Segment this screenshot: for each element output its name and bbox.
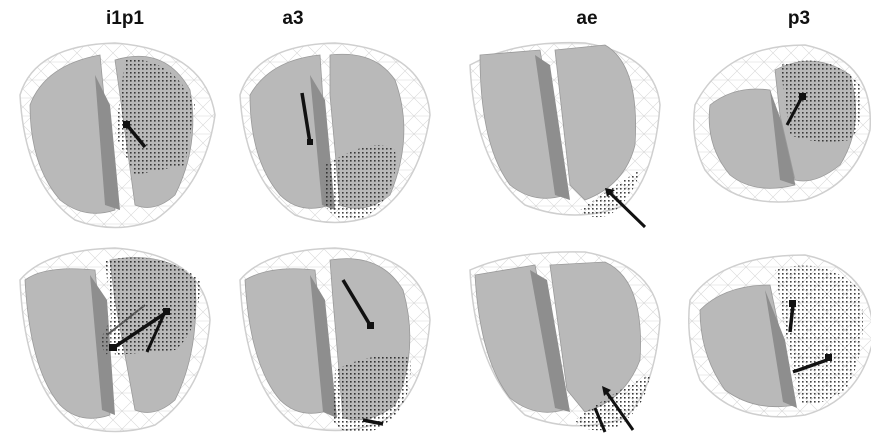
heart-model-image — [665, 240, 871, 440]
heart-panel-ae-bottom — [455, 240, 673, 440]
column-title-i1p1: i1p1 — [65, 8, 185, 30]
heart-model-image — [455, 240, 673, 440]
column-title-a3: a3 — [233, 8, 353, 30]
heart-model-image — [225, 35, 443, 235]
heart-panel-p3-bottom — [665, 240, 871, 440]
heart-panel-i1p1-bottom — [5, 240, 223, 440]
heart-panel-i1p1-top — [5, 35, 223, 235]
heart-panel-p3-top — [665, 35, 871, 235]
column-title-ae: ae — [527, 8, 647, 30]
heart-model-image — [5, 240, 223, 440]
heart-model-image — [665, 35, 871, 235]
heart-model-image — [225, 240, 443, 440]
heart-panel-ae-top — [455, 35, 673, 235]
column-title-p3: p3 — [739, 8, 859, 30]
heart-model-image — [455, 35, 673, 235]
heart-panel-a3-bottom — [225, 240, 443, 440]
heart-model-image — [5, 35, 223, 235]
heart-panel-a3-top — [225, 35, 443, 235]
